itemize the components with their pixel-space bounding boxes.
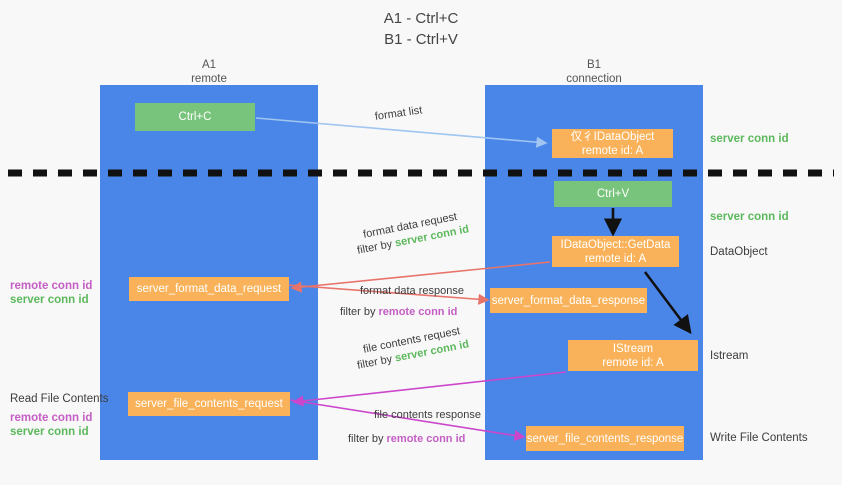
label-remote-conn-id-2: remote conn id bbox=[10, 412, 93, 424]
box-idataobject-line2: remote id: A bbox=[581, 144, 644, 157]
arrow-label-format-data-response-filter: filter by remote conn id bbox=[340, 305, 457, 320]
box-idataobject-getdata[interactable]: IDataObject::GetData remote id: A bbox=[552, 236, 679, 267]
label-server-conn-id-top: server conn id bbox=[710, 133, 789, 145]
filter-prefix-1: filter by bbox=[356, 237, 397, 257]
box-server-format-data-request-label: server_format_data_request bbox=[136, 283, 282, 295]
title-line-2: B1 - Ctrl+V bbox=[384, 31, 458, 48]
box-server-format-data-response-label: server_format_data_response bbox=[491, 294, 646, 307]
box-server-file-contents-request[interactable]: server_file_contents_request bbox=[128, 392, 290, 416]
filter-prefix-4: filter by bbox=[348, 433, 387, 445]
box-istream-line1: IStream bbox=[612, 342, 654, 355]
label-server-conn-id-2: server conn id bbox=[10, 426, 89, 438]
arrow-label-format-list: format list bbox=[374, 104, 424, 123]
lane-a1-sub: remote bbox=[191, 73, 227, 85]
box-server-file-contents-request-label: server_file_contents_request bbox=[135, 398, 283, 410]
box-istream[interactable]: IStream remote id: A bbox=[568, 340, 698, 371]
box-idataobject-getdata-line2: remote id: A bbox=[584, 252, 647, 265]
arrow-label-file-contents-response: file contents response bbox=[374, 409, 482, 421]
box-server-format-data-request[interactable]: server_format_data_request bbox=[129, 277, 289, 301]
arrow-label-format-data-response: format data response bbox=[360, 285, 464, 297]
filter-value-remote-conn-id-2: remote conn id bbox=[386, 433, 466, 445]
diagram-title: A1 - Ctrl+C B1 - Ctrl+V bbox=[0, 8, 842, 50]
lane-header-b1: B1 connection bbox=[485, 58, 703, 86]
label-dataobject: DataObject bbox=[710, 246, 768, 258]
box-idataobject-getdata-line1: IDataObject::GetData bbox=[560, 238, 671, 251]
box-ctrl-c[interactable]: Ctrl+C bbox=[135, 103, 255, 131]
arrow-label-file-contents-response-filter: filter by remote conn id bbox=[348, 432, 465, 447]
box-ctrl-v-label: Ctrl+V bbox=[596, 188, 630, 200]
label-read-file-contents: Read File Contents bbox=[10, 393, 109, 405]
filter-value-remote-conn-id-1: remote conn id bbox=[378, 306, 458, 318]
label-server-conn-id-mid: server conn id bbox=[710, 211, 789, 223]
box-idataobject[interactable]: 仅彳IDataObject remote id: A bbox=[552, 129, 673, 158]
box-server-file-contents-response-label: server_file_contents_response bbox=[526, 432, 684, 445]
box-server-file-contents-response[interactable]: server_file_contents_response bbox=[526, 426, 684, 451]
box-ctrl-v[interactable]: Ctrl+V bbox=[554, 181, 672, 207]
lane-a1-name: A1 bbox=[201, 59, 217, 71]
box-istream-line2: remote id: A bbox=[602, 356, 664, 369]
filter-prefix-2: filter by bbox=[340, 306, 379, 318]
lane-header-a1: A1 remote bbox=[100, 58, 318, 86]
box-server-format-data-response[interactable]: server_format_data_response bbox=[490, 288, 647, 313]
title-line-1: A1 - Ctrl+C bbox=[383, 10, 459, 27]
lane-b1-sub: connection bbox=[566, 73, 622, 85]
box-ctrl-c-label: Ctrl+C bbox=[178, 111, 212, 123]
label-istream: Istream bbox=[710, 350, 749, 362]
lane-b1-name: B1 bbox=[586, 59, 602, 71]
label-write-file-contents: Write File Contents bbox=[710, 432, 808, 444]
filter-prefix-3: filter by bbox=[356, 352, 397, 372]
label-remote-conn-id-1: remote conn id bbox=[10, 280, 93, 292]
box-idataobject-line1: 仅彳IDataObject bbox=[570, 130, 655, 143]
label-server-conn-id-1: server conn id bbox=[10, 294, 89, 306]
